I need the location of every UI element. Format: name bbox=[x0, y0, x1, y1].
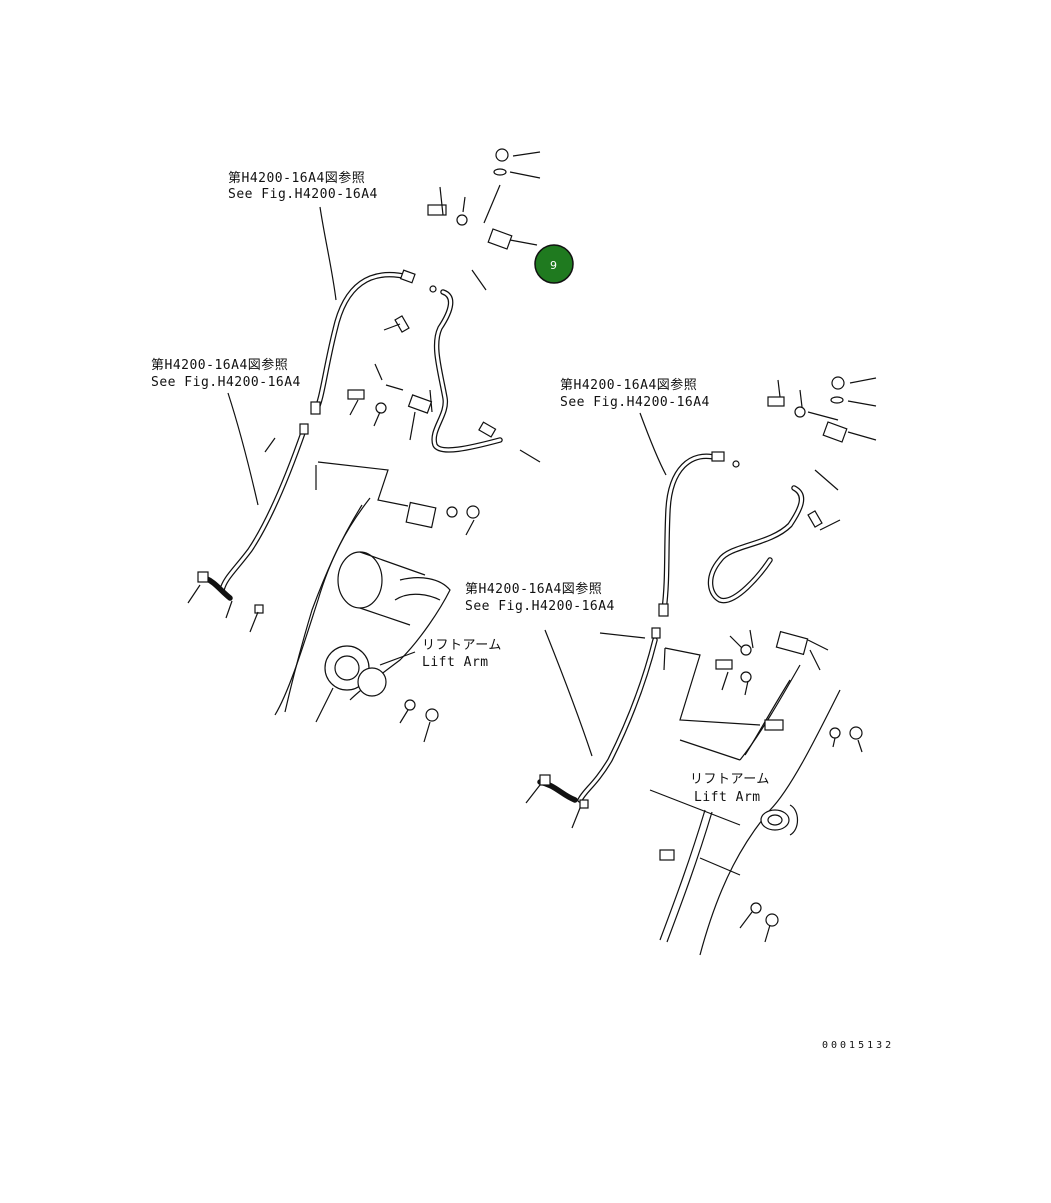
reference-jp: 第H4200-16A4図参照 bbox=[228, 170, 365, 186]
reference-label-1: 第H4200-16A4図参照 See Fig.H4200-16A4 bbox=[228, 170, 378, 202]
reference-label-4: 第H4200-16A4図参照 See Fig.H4200-16A4 bbox=[465, 581, 615, 614]
lift-arm-en: Lift Arm bbox=[422, 655, 489, 670]
reference-jp: 第H4200-16A4図参照 bbox=[560, 377, 697, 393]
reference-jp: 第H4200-16A4図参照 bbox=[465, 581, 602, 597]
reference-en: See Fig.H4200-16A4 bbox=[560, 395, 710, 410]
drawing-number: 00015132 bbox=[822, 1040, 894, 1051]
part-callout-9[interactable]: 9 bbox=[534, 244, 574, 284]
reference-label-2: 第H4200-16A4図参照 See Fig.H4200-16A4 bbox=[151, 357, 301, 390]
reference-en: See Fig.H4200-16A4 bbox=[151, 375, 301, 390]
lift-arm-en: Lift Arm bbox=[694, 790, 761, 805]
reference-en: See Fig.H4200-16A4 bbox=[228, 187, 378, 202]
reference-en: See Fig.H4200-16A4 bbox=[465, 599, 615, 614]
callout-number: 9 bbox=[550, 259, 557, 272]
reference-jp: 第H4200-16A4図参照 bbox=[151, 357, 288, 373]
lift-arm-label-1: リフトアーム Lift Arm bbox=[422, 638, 502, 670]
right-assembly bbox=[525, 376, 877, 956]
lift-arm-label-2: リフトアーム Lift Arm bbox=[690, 772, 770, 805]
lift-arm-jp: リフトアーム bbox=[690, 772, 770, 787]
callout-circle[interactable] bbox=[534, 244, 574, 284]
reference-label-3: 第H4200-16A4図参照 See Fig.H4200-16A4 bbox=[560, 377, 710, 410]
left-assembly bbox=[187, 148, 541, 743]
lift-arm-jp: リフトアーム bbox=[422, 638, 502, 653]
